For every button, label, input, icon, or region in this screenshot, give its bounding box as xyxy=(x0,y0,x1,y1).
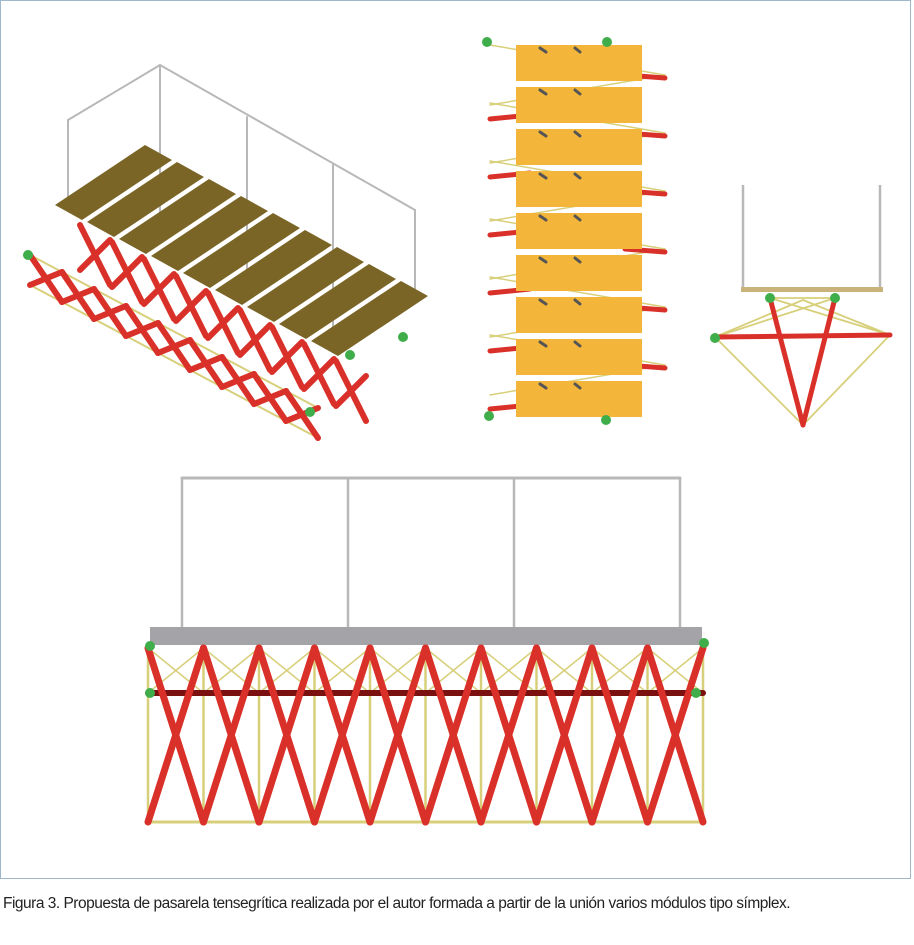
joint xyxy=(538,130,548,138)
strut xyxy=(533,644,596,826)
support-node xyxy=(345,350,355,360)
joint xyxy=(538,298,548,306)
strut xyxy=(59,286,97,305)
hanger-top xyxy=(159,64,416,211)
cable xyxy=(802,299,891,336)
support-node xyxy=(145,641,155,651)
bridge-figure xyxy=(23,37,893,826)
cable xyxy=(802,334,891,426)
perspective-view xyxy=(23,64,428,441)
strut xyxy=(301,356,337,392)
support-node xyxy=(484,411,494,421)
support-node xyxy=(699,638,709,648)
strut xyxy=(767,295,806,428)
joint xyxy=(573,256,582,264)
joint xyxy=(538,382,548,390)
joint xyxy=(573,382,582,390)
joint xyxy=(573,88,582,96)
joint xyxy=(573,130,582,138)
support-node xyxy=(830,293,840,303)
strut xyxy=(109,254,145,290)
deck-plank xyxy=(55,145,172,220)
strut xyxy=(141,271,177,307)
strut xyxy=(588,644,651,826)
joint xyxy=(538,256,548,264)
strut xyxy=(477,644,540,826)
strut xyxy=(200,644,263,826)
strut xyxy=(91,303,129,322)
strut xyxy=(123,320,161,339)
joint xyxy=(573,340,582,348)
support-node xyxy=(602,37,612,47)
joint xyxy=(573,298,582,306)
strut xyxy=(712,332,893,340)
strut xyxy=(311,644,374,826)
strut xyxy=(251,388,289,407)
strut xyxy=(144,644,207,826)
strut xyxy=(237,322,273,358)
strut xyxy=(366,644,429,826)
strut xyxy=(77,237,113,273)
strut xyxy=(27,269,65,288)
strut xyxy=(622,246,668,255)
deck-plank xyxy=(119,179,236,254)
support-node xyxy=(691,688,701,698)
strut xyxy=(173,288,209,324)
strut xyxy=(800,295,838,428)
strut xyxy=(205,305,241,341)
support-node xyxy=(398,332,408,342)
deck-plank xyxy=(151,196,268,271)
joint xyxy=(538,88,548,96)
deck-plank xyxy=(87,162,204,237)
joint xyxy=(573,172,582,180)
support-node xyxy=(710,333,720,343)
strut xyxy=(644,644,707,826)
side-view xyxy=(710,185,893,428)
support-node xyxy=(305,407,315,417)
joint xyxy=(573,214,582,222)
deck xyxy=(150,627,702,645)
support-node xyxy=(765,293,775,303)
deck-plank xyxy=(247,247,364,322)
figure-frame xyxy=(0,0,911,879)
strut xyxy=(187,354,225,373)
joint xyxy=(538,46,548,54)
joint xyxy=(538,214,548,222)
hanger-top xyxy=(67,64,161,121)
deck xyxy=(741,287,883,292)
figure-caption: Figura 3. Propuesta de pasarela tensegrí… xyxy=(3,895,791,912)
top-view xyxy=(482,37,668,425)
front-view xyxy=(144,476,709,826)
support-node xyxy=(601,415,611,425)
support-node xyxy=(23,250,33,260)
deck-plank xyxy=(215,230,332,305)
support-node xyxy=(482,37,492,47)
strut xyxy=(333,373,369,409)
deck-plank xyxy=(279,264,396,339)
hanger xyxy=(741,185,882,289)
strut xyxy=(269,339,305,375)
cable xyxy=(714,299,804,338)
strut xyxy=(255,644,318,826)
joint xyxy=(538,172,548,180)
joint xyxy=(573,46,582,54)
joint xyxy=(538,340,548,348)
strut xyxy=(155,337,193,356)
strut xyxy=(422,644,485,826)
deck-plank xyxy=(183,213,300,288)
strut xyxy=(219,371,257,390)
cable xyxy=(714,336,804,426)
support-node xyxy=(145,688,155,698)
deck-plank xyxy=(311,281,428,356)
